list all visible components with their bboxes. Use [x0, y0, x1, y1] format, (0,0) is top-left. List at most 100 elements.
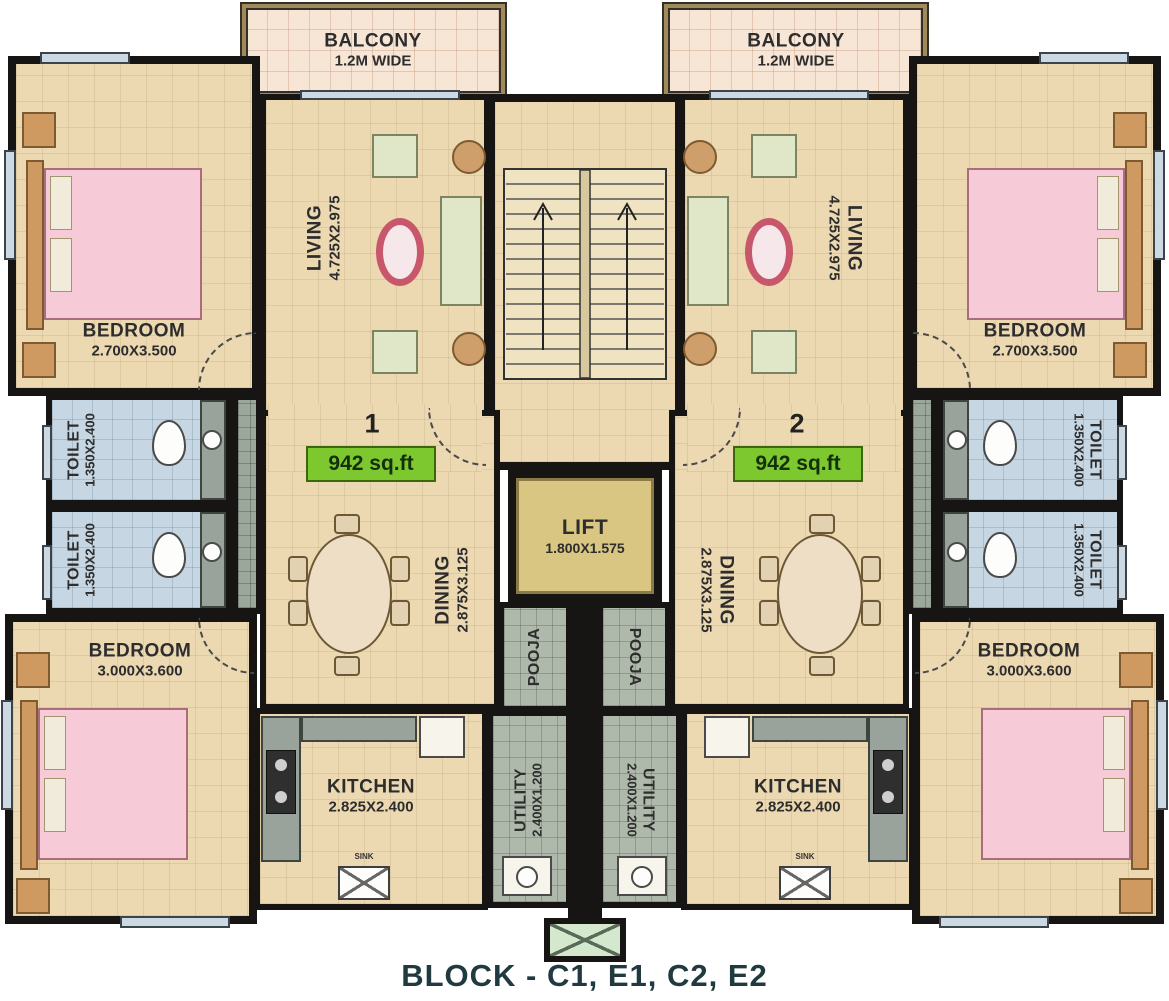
bedroom-top-label-unit1: BEDROOM 2.700X3.500: [83, 320, 186, 359]
pillow: [1097, 238, 1119, 292]
room-name: UTILITY: [512, 768, 530, 832]
toilet-a-label-unit2: TOILET 1.350X2.400: [1070, 413, 1103, 487]
room-dim: 2.700X3.500: [91, 342, 177, 360]
wash-basin: [947, 430, 967, 450]
utility-basin: [631, 866, 653, 888]
stool: [452, 332, 486, 366]
toilet-a-unit1: [46, 394, 232, 506]
window: [1153, 150, 1165, 260]
pooja-room-unit1: [498, 602, 572, 712]
room-name: POOJA: [626, 627, 644, 687]
living-label-unit1: LIVING 4.725X2.975: [304, 195, 343, 280]
room-name: TOILET: [65, 420, 83, 480]
room-dim: 1.2M WIDE: [757, 52, 835, 70]
window: [4, 150, 16, 260]
living-label-unit2: LIVING 4.725X2.975: [825, 195, 865, 281]
stove-burner: [275, 759, 287, 771]
balcony-door: [300, 90, 460, 100]
nightstand: [1119, 652, 1153, 688]
room-dim: 3.000X3.600: [986, 662, 1072, 680]
pillow: [44, 716, 66, 770]
dining-label-unit2: DINING 2.875X3.125: [697, 547, 737, 633]
service-duct-unit2: [907, 394, 937, 614]
toilet-fixture: [152, 532, 186, 578]
nightstand: [1113, 342, 1147, 378]
window: [120, 916, 230, 928]
room-dim: 4.725X2.975: [825, 195, 843, 281]
room-name: DINING: [715, 555, 737, 625]
stool: [452, 140, 486, 174]
toilet-b-label-unit2: TOILET 1.350X2.400: [1070, 523, 1103, 597]
kitchen-sink: [338, 866, 390, 900]
stove-burner: [882, 759, 894, 771]
room-name: UTILITY: [639, 768, 657, 832]
balcony-room-unit2: [664, 4, 927, 97]
kitchen-label-unit2: KITCHEN 2.825X2.400: [754, 776, 842, 815]
pillow: [1103, 778, 1125, 832]
window: [42, 425, 52, 480]
stove-burner: [275, 791, 287, 803]
utility-label-unit1: UTILITY 2.400X1.200: [512, 763, 545, 837]
room-name: BEDROOM: [977, 640, 1081, 662]
window: [1117, 545, 1127, 600]
nightstand: [16, 878, 50, 914]
pillow: [50, 238, 72, 292]
room-dim: 1.2M WIDE: [334, 52, 412, 70]
nightstand: [22, 112, 56, 148]
dining-chair: [809, 656, 835, 676]
stove: [873, 750, 903, 814]
headboard: [1131, 700, 1149, 870]
armchair: [751, 134, 797, 178]
nightstand: [16, 652, 50, 688]
block-title: BLOCK - C1, E1, C2, E2: [401, 958, 768, 993]
kitchen-sink-label: SINK: [354, 852, 374, 861]
room-dim: 1.350X2.400: [82, 413, 98, 487]
sofa: [440, 196, 482, 306]
room-name: BEDROOM: [88, 640, 192, 662]
area-badge-unit1: 942 sq.ft: [306, 446, 436, 482]
lift-label: LIFT: [561, 516, 609, 539]
toilet-b-unit1: [46, 506, 232, 614]
pillow: [1097, 176, 1119, 230]
armchair: [372, 330, 418, 374]
toilet-fixture: [152, 420, 186, 466]
room-dim: 2.875X3.125: [454, 547, 472, 633]
dining-chair: [288, 600, 308, 626]
dining-chair: [861, 600, 881, 626]
window: [939, 916, 1049, 928]
sofa: [687, 196, 729, 306]
room-name: BALCONY: [747, 30, 845, 52]
dining-table: [306, 534, 392, 654]
room-name: BEDROOM: [82, 320, 186, 342]
room-name: LIVING: [843, 204, 865, 272]
room-dim: 2.875X3.125: [697, 547, 715, 633]
toilet-fixture: [983, 532, 1017, 578]
kitchen-counter: [752, 716, 868, 742]
dining-chair: [334, 656, 360, 676]
stove-burner: [882, 791, 894, 803]
window: [42, 545, 52, 600]
utility-label-unit2: UTILITY 2.400X1.200: [623, 763, 656, 837]
kitchen-label-unit1: KITCHEN 2.825X2.400: [327, 776, 415, 815]
dining-chair: [809, 514, 835, 534]
bedroom-bottom-label-unit2: BEDROOM 3.000X3.600: [978, 640, 1081, 679]
bedroom-bottom-label-unit1: BEDROOM 3.000X3.600: [89, 640, 192, 679]
nightstand: [1119, 878, 1153, 914]
stool: [683, 140, 717, 174]
unit-number-2: 2: [789, 408, 805, 439]
room-dim: 1.350X2.400: [1071, 523, 1087, 597]
window: [1039, 52, 1129, 64]
pillow: [50, 176, 72, 230]
dining-chair: [759, 600, 779, 626]
fridge: [704, 716, 750, 758]
balcony-room-unit1: [242, 4, 505, 97]
coffee-table: [745, 218, 793, 286]
room-name: KITCHEN: [754, 776, 842, 798]
window: [1117, 425, 1127, 480]
room-name: TOILET: [1086, 530, 1104, 590]
room-name: POOJA: [525, 627, 543, 687]
room-dim: 2.700X3.500: [992, 342, 1078, 360]
headboard: [1125, 160, 1143, 330]
pillow: [44, 778, 66, 832]
